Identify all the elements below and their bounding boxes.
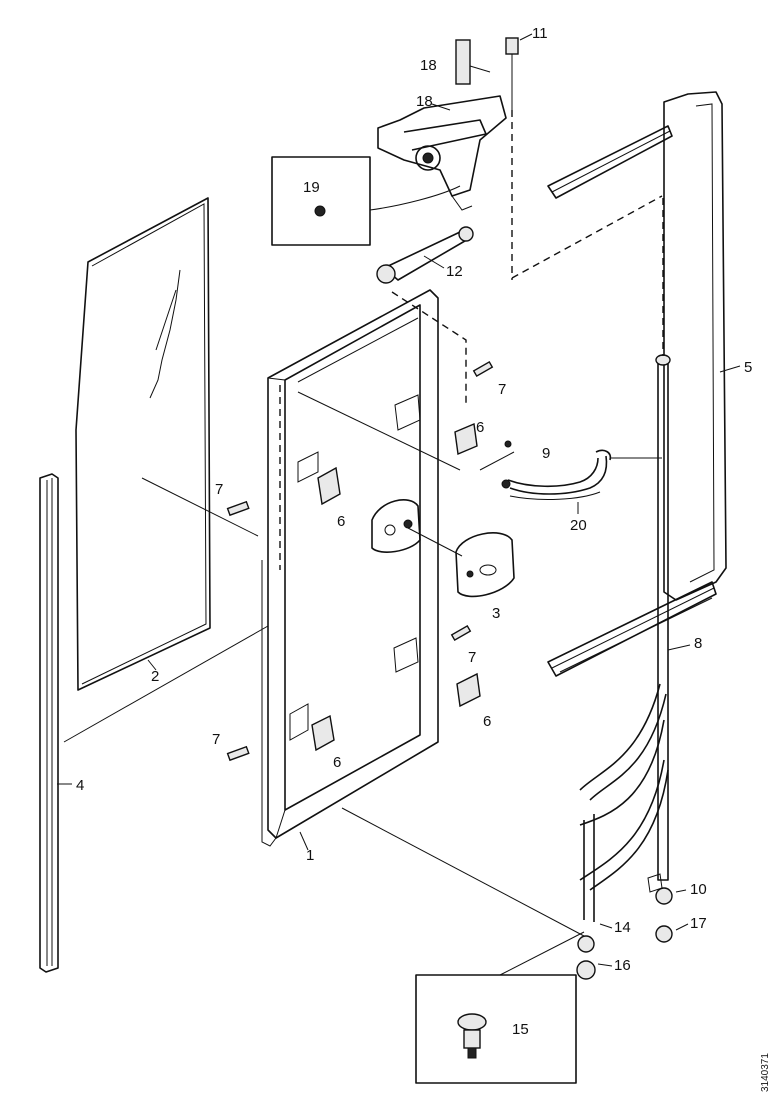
callout-16: 16 <box>614 957 631 974</box>
handle-part <box>579 683 669 922</box>
callout-18b: 18 <box>416 93 433 110</box>
cam-plate-part <box>371 499 515 598</box>
callout-18a: 18 <box>420 57 437 74</box>
bottom-hardware <box>576 873 673 980</box>
link-arm-part <box>376 226 474 404</box>
callout-7d: 7 <box>212 731 220 748</box>
drawing-number: 3140371 <box>760 1053 771 1092</box>
callout-4: 4 <box>76 777 84 794</box>
callout-19: 19 <box>303 179 320 196</box>
callout-10: 10 <box>690 881 707 898</box>
hinge-bracket-lower-left <box>289 703 335 752</box>
callout-6c: 6 <box>483 713 491 730</box>
callout-labels: 1 2 3 4 5 6 6 6 6 7 7 7 7 8 9 10 11 12 1… <box>76 25 752 1038</box>
door-frame-part <box>261 289 439 847</box>
callout-1: 1 <box>306 847 314 864</box>
vertical-rod-part <box>655 198 671 881</box>
callout-3: 3 <box>492 605 500 622</box>
lower-rail-part <box>547 581 717 677</box>
hinge-bracket-upper-left <box>297 451 341 506</box>
callout-6b: 6 <box>476 419 484 436</box>
callout-17: 17 <box>690 915 707 932</box>
callout-6a: 6 <box>337 513 345 530</box>
callout-20: 20 <box>570 517 587 534</box>
tube-harness-part <box>479 440 612 500</box>
leader-lines <box>57 33 741 967</box>
callout-7b: 7 <box>498 381 506 398</box>
callout-5: 5 <box>744 359 752 376</box>
callout-8: 8 <box>694 635 702 652</box>
callout-6d: 6 <box>333 754 341 771</box>
upper-rail-part <box>547 125 673 199</box>
gasket-frame-part <box>511 91 727 601</box>
top-hinge-assembly <box>377 37 519 280</box>
callout-7a: 7 <box>215 481 223 498</box>
callout-2: 2 <box>151 668 159 685</box>
detail-inset-19 <box>271 156 461 246</box>
hinge-bracket-upper-right <box>394 394 478 455</box>
callout-15: 15 <box>512 1021 529 1038</box>
pin-parts <box>226 360 494 762</box>
trim-strip-part <box>39 473 59 973</box>
hinge-bracket-lower-right <box>393 637 481 708</box>
detail-inset-15 <box>415 931 585 1084</box>
callout-14: 14 <box>614 919 631 936</box>
callout-11: 11 <box>532 25 548 42</box>
callout-12: 12 <box>446 263 463 280</box>
callout-7c: 7 <box>468 649 476 666</box>
callout-9: 9 <box>542 445 550 462</box>
glass-panel-part <box>75 197 211 691</box>
